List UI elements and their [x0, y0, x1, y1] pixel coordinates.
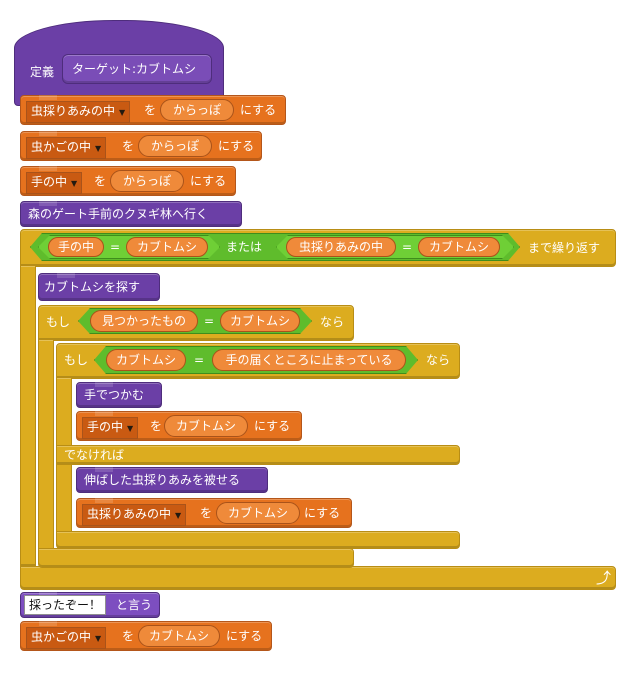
if-reachable-bottom: [56, 531, 460, 549]
define-param-slot[interactable]: [62, 54, 212, 84]
repeat-until-suffix: まで繰り返す: [528, 241, 601, 255]
value-pill[interactable]: カブトムシ: [138, 625, 220, 647]
found-reporter[interactable]: 見つかったもの: [90, 310, 198, 332]
net-reporter[interactable]: 虫採りあみの中: [286, 237, 396, 257]
say-suffix: と言う: [116, 598, 153, 612]
go-to-forest-block[interactable]: [20, 201, 242, 227]
equals-sign: =: [204, 314, 215, 328]
reachable-pill[interactable]: 手の届くところに止まっている: [212, 349, 406, 371]
define-param: ターゲット:カブトムシ: [72, 62, 197, 76]
variable-dropdown[interactable]: 手の中: [26, 172, 83, 194]
say-text-input[interactable]: 採ったぞー！: [24, 595, 107, 615]
connector-label: を: [94, 174, 107, 188]
else-row: [56, 445, 460, 465]
value-pill[interactable]: カブトムシ: [126, 237, 208, 257]
repeat-until-bottom[interactable]: [20, 566, 616, 590]
grab-label: 手でつかむ: [84, 388, 145, 402]
equals-sign: =: [402, 240, 413, 254]
repeat-until-side: [20, 265, 36, 567]
variable-dropdown[interactable]: 虫採りあみの中: [26, 101, 131, 123]
connector-label: を: [122, 629, 135, 643]
equals-sign: =: [194, 353, 205, 367]
then-label: なら: [426, 353, 451, 367]
beetle-reporter[interactable]: カブトムシ: [106, 349, 186, 371]
find-beetle-label: カブトムシを探す: [44, 280, 141, 294]
suffix-label: にする: [254, 419, 291, 433]
find-beetle-block[interactable]: [38, 273, 160, 301]
variable-dropdown[interactable]: 虫採りあみの中: [82, 504, 187, 526]
cover-net-block[interactable]: [76, 467, 268, 493]
value-pill[interactable]: カブトムシ: [164, 415, 248, 437]
variable-dropdown[interactable]: 虫かごの中: [26, 137, 107, 159]
suffix-label: にする: [240, 103, 277, 117]
value-pill[interactable]: カブトムシ: [418, 237, 500, 257]
connector-label: を: [200, 506, 213, 520]
connector-label: を: [144, 103, 157, 117]
if-found-bottom: [38, 548, 354, 568]
if-found-side: [38, 339, 54, 551]
if-label: もし: [64, 353, 89, 367]
value-pill[interactable]: からっぽ: [110, 170, 184, 192]
or-label: または: [226, 240, 263, 254]
value-pill[interactable]: カブトムシ: [216, 502, 300, 524]
connector-label: を: [150, 419, 163, 433]
value-pill[interactable]: からっぽ: [160, 99, 234, 121]
equals-sign: =: [110, 240, 121, 254]
hand-reporter[interactable]: 手の中: [48, 237, 104, 257]
suffix-label: にする: [218, 139, 255, 153]
variable-dropdown[interactable]: 手の中: [82, 417, 139, 439]
suffix-label: にする: [190, 174, 227, 188]
cover-net-label: 伸ばした虫採りあみを被せる: [84, 473, 241, 487]
connector-label: を: [122, 139, 135, 153]
suffix-label: にする: [226, 629, 263, 643]
define-keyword: 定義: [30, 65, 55, 79]
else-label: でなければ: [64, 448, 125, 462]
value-pill[interactable]: カブトムシ: [220, 310, 300, 332]
loop-arrow-icon: ⤴: [596, 569, 612, 587]
value-pill[interactable]: からっぽ: [138, 135, 212, 157]
go-to-forest-label: 森のゲート手前のクヌギ林へ行く: [28, 207, 209, 221]
grab-block[interactable]: [76, 382, 162, 408]
variable-dropdown[interactable]: 虫かごの中: [26, 627, 107, 649]
then-label: なら: [320, 315, 345, 329]
suffix-label: にする: [304, 506, 341, 520]
if-label: もし: [46, 315, 71, 329]
